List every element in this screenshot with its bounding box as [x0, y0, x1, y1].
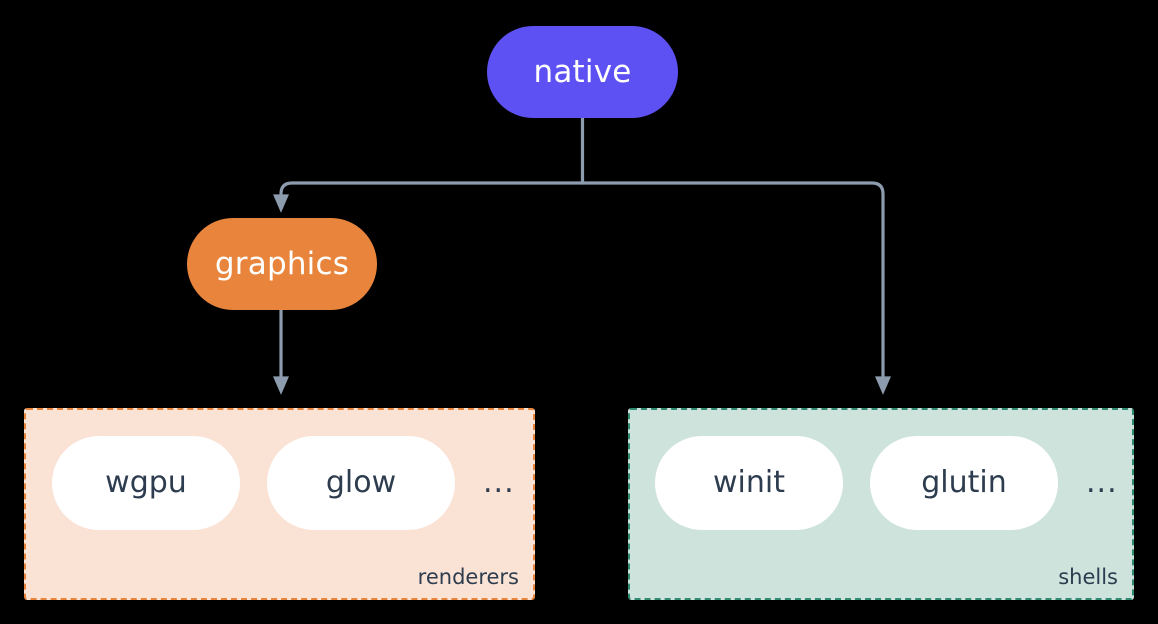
node-winit-label: winit	[713, 465, 785, 500]
shells-ellipsis: ...	[1086, 465, 1118, 500]
node-glow[interactable]: glow	[267, 436, 455, 530]
node-native[interactable]: native	[487, 26, 678, 118]
node-native-label: native	[533, 53, 632, 90]
group-shells: winit glutin ... shells	[628, 408, 1134, 600]
node-winit[interactable]: winit	[655, 436, 843, 530]
node-glow-label: glow	[325, 465, 397, 500]
node-wgpu[interactable]: wgpu	[52, 436, 240, 530]
node-glutin[interactable]: glutin	[870, 436, 1058, 530]
group-renderers: wgpu glow ... renderers	[24, 408, 535, 600]
renderers-item-row: wgpu glow ...	[26, 436, 515, 530]
edge-native-to-shells	[580, 181, 891, 395]
node-wgpu-label: wgpu	[105, 465, 187, 500]
renderers-ellipsis: ...	[483, 465, 515, 500]
group-renderers-label: renderers	[417, 565, 519, 589]
node-graphics[interactable]: graphics	[187, 218, 377, 310]
node-glutin-label: glutin	[921, 465, 1007, 500]
node-graphics-label: graphics	[214, 245, 350, 282]
edge-native-to-graphics	[272, 181, 585, 213]
group-shells-label: shells	[1058, 565, 1118, 589]
shells-item-row: winit glutin ...	[630, 436, 1118, 530]
